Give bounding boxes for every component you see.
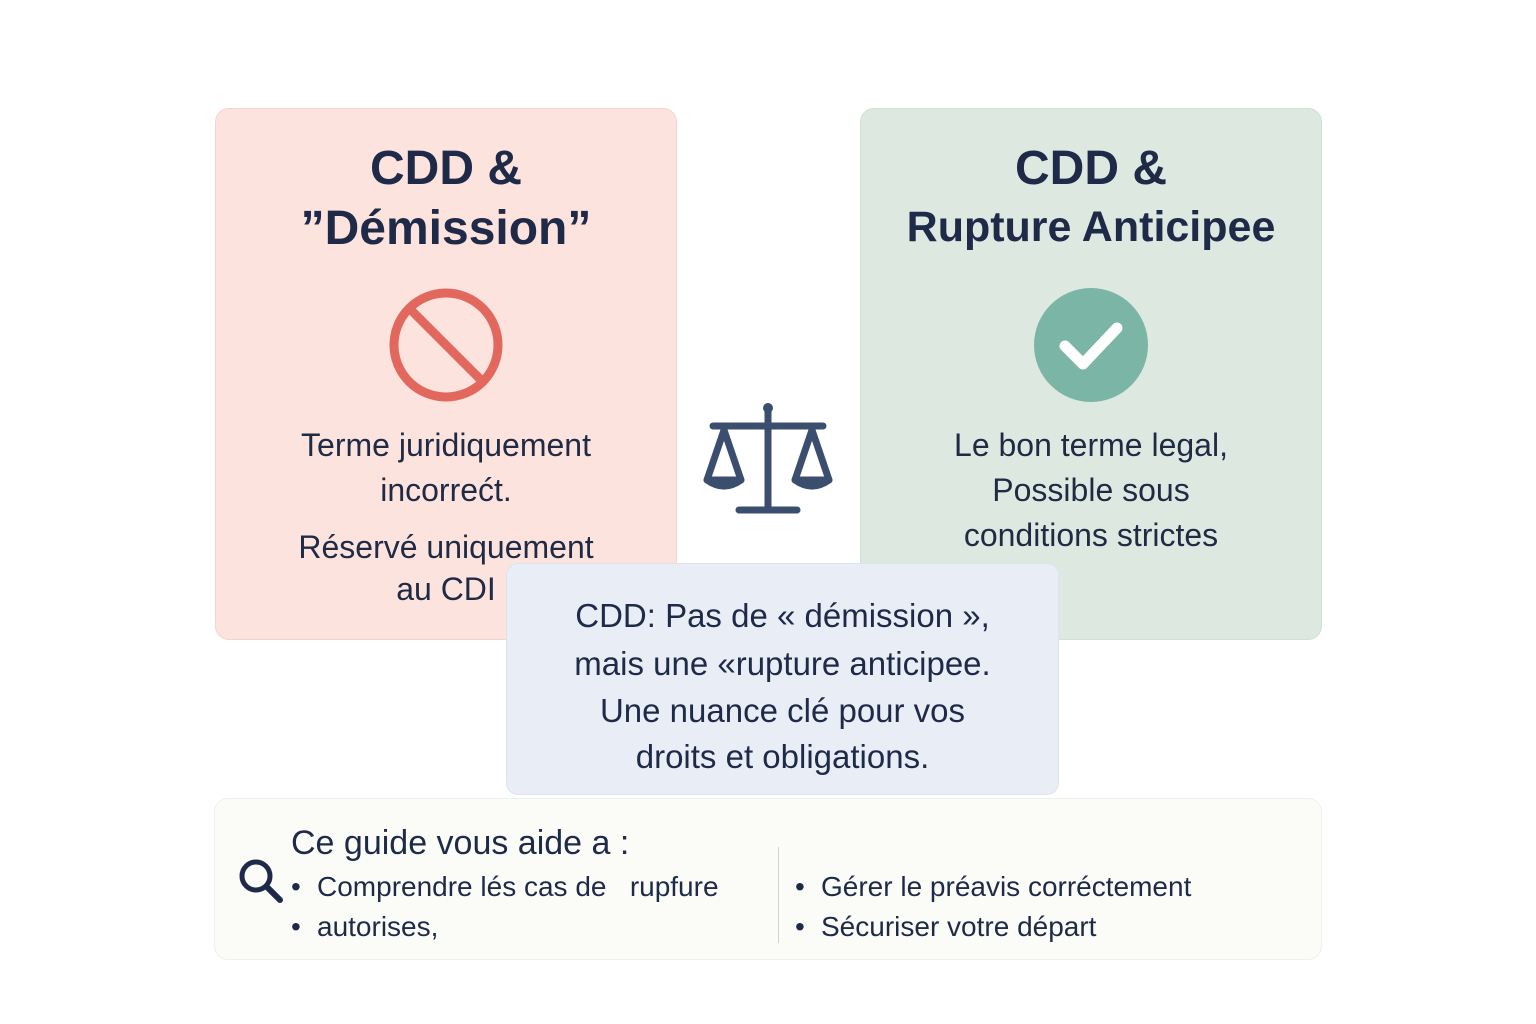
- search-icon: [237, 857, 285, 905]
- balance-scale-icon: [703, 400, 833, 518]
- demission-card-title-line1: CDD &: [370, 142, 522, 195]
- callout-line3: Une nuance clé pour vos: [599, 692, 966, 729]
- demission-card: CDD & ”Démission” Terme juridiquement in…: [215, 108, 677, 640]
- guide-summary-box: Ce guide vous aide a : •Comprendre lés c…: [214, 798, 1322, 960]
- check-circle-icon: [1032, 286, 1150, 404]
- demission-card-text-line4: au CDI: [396, 571, 496, 607]
- demission-card-text-line3: Réservé uniquement: [298, 529, 594, 565]
- rupture-anticipee-card: CDD & Rupture Anticipee Le bon terme leg…: [860, 108, 1322, 640]
- guide-item: •Gérer le préavis corréctement: [795, 871, 1192, 902]
- rupture-card-text-line3: conditions strictes: [963, 517, 1219, 553]
- key-nuance-callout: CDD: Pas de « démission », mais une «rup…: [506, 563, 1059, 795]
- demission-card-title-line2: ”Démission”: [300, 202, 592, 255]
- rupture-card-title-line1: CDD &: [1015, 142, 1167, 195]
- rupture-card-text-line1: Le bon terme legal,: [954, 427, 1228, 463]
- guide-title: Ce guide vous aide a :: [291, 824, 630, 862]
- demission-card-text-line2: incorrećt.: [380, 472, 512, 508]
- callout-line2: mais une «rupture anticipee.: [574, 645, 991, 682]
- column-divider: [778, 847, 779, 943]
- callout-line1: CDD: Pas de « démission »,: [575, 597, 990, 634]
- prohibited-icon: [387, 286, 505, 404]
- demission-card-text-line1: Terme juridiquement: [301, 427, 591, 463]
- guide-item: •Sécuriser votre départ: [795, 911, 1097, 942]
- callout-line4: droits et obligations.: [635, 738, 930, 775]
- guide-item: •autorises,: [291, 911, 439, 942]
- rupture-card-title-line2: Rupture Anticipee: [906, 203, 1276, 251]
- guide-item: •Comprendre lés cas de rupfure: [291, 871, 719, 902]
- rupture-card-text-line2: Possible sous: [992, 472, 1190, 508]
